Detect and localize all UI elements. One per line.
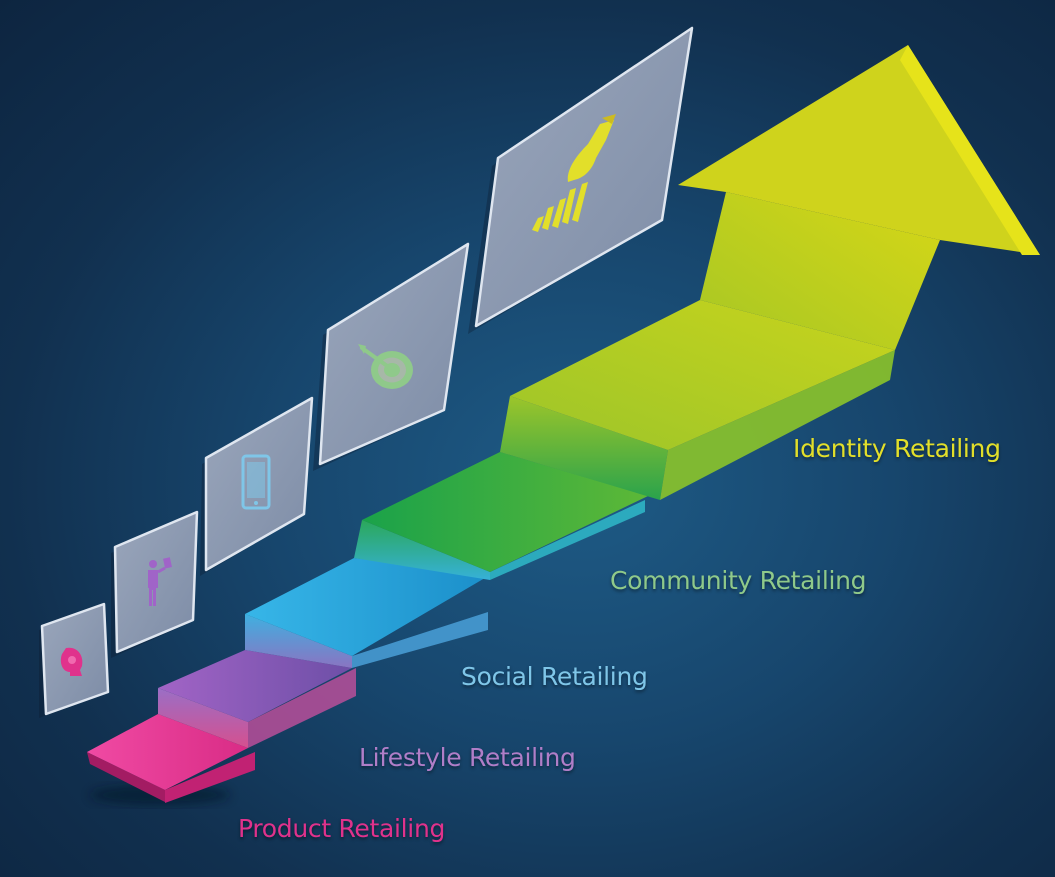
step-product-front bbox=[165, 752, 255, 803]
step-product-side bbox=[87, 752, 165, 802]
step-social-top bbox=[245, 558, 490, 656]
panel-social bbox=[200, 396, 314, 576]
panel-identity bbox=[468, 26, 694, 334]
growth-arrow-edge bbox=[900, 45, 1040, 255]
label-social-retailing: Social Retailing bbox=[461, 662, 648, 691]
panel-community bbox=[313, 242, 470, 471]
icon-panels bbox=[39, 26, 694, 718]
riser-social-community bbox=[354, 520, 490, 580]
step-product-top bbox=[87, 714, 248, 790]
step-community-top bbox=[362, 452, 648, 572]
riser-product-lifestyle bbox=[158, 688, 248, 748]
step-identity-top bbox=[510, 300, 895, 450]
hand-bar-chart-icon bbox=[532, 114, 616, 232]
label-product-retailing: Product Retailing bbox=[238, 814, 446, 843]
staircase bbox=[87, 45, 1040, 803]
label-identity-retailing: Identity Retailing bbox=[793, 434, 1001, 463]
growth-arrow-head bbox=[678, 45, 1040, 255]
riser-community-identity bbox=[500, 396, 668, 500]
target-dart-icon bbox=[358, 344, 413, 389]
smartphone-icon bbox=[241, 454, 271, 510]
label-lifestyle-retailing: Lifestyle Retailing bbox=[359, 743, 576, 772]
riser-lifestyle-social bbox=[245, 614, 352, 668]
label-community-retailing: Community Retailing bbox=[610, 566, 867, 595]
growth-arrow-shaft bbox=[700, 192, 940, 350]
step-lifestyle-top bbox=[158, 650, 352, 722]
panel-lifestyle bbox=[111, 510, 199, 658]
person-tablet-icon bbox=[148, 557, 172, 606]
head-icon bbox=[60, 647, 83, 676]
panel-product bbox=[39, 602, 110, 718]
